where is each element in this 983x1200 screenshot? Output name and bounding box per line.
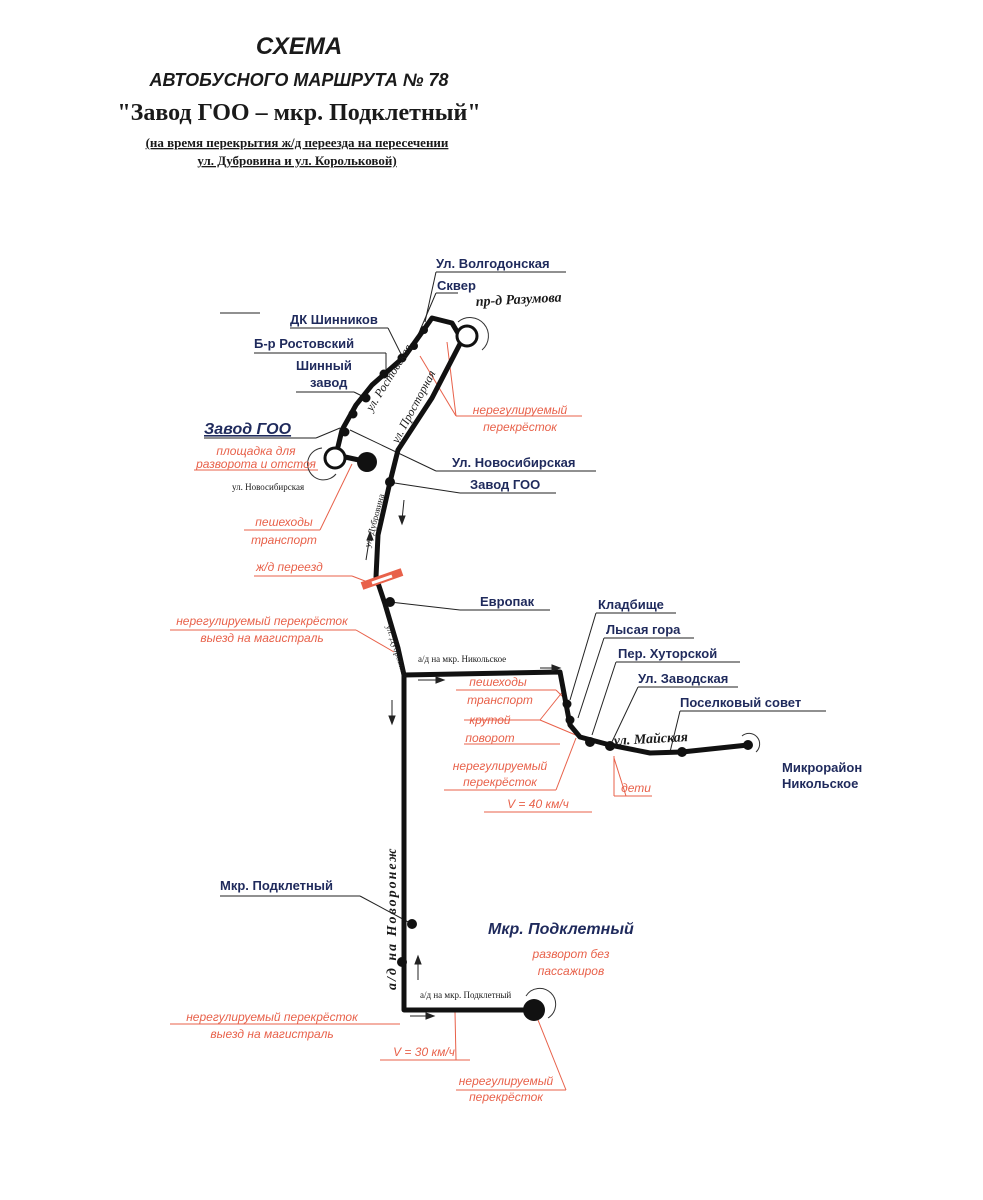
note-unreg-may-2: перекрёсток (463, 775, 538, 789)
stop-mikrorayon-2: Никольское (782, 776, 858, 791)
stop-dot-dk (397, 353, 407, 363)
note-razvorot-1: разворот без (532, 947, 610, 961)
stop-dot-lysaya (565, 715, 575, 725)
note-unreg-top-1: нерегулируемый (473, 403, 568, 417)
stop-dk-shinnikov: ДК Шинников (290, 312, 378, 327)
note-krutoy-2: поворот (465, 731, 514, 745)
stop-dots (340, 326, 753, 967)
note-unreg-top-2: перекрёсток (483, 420, 558, 434)
stop-dot-5 (340, 427, 350, 437)
turnaround-arc-end (525, 987, 557, 1019)
stop-zavod-goo: Завод ГОО (470, 477, 540, 492)
stop-br-rostovsky: Б-р Ростовский (254, 336, 354, 351)
street-ad-podkletny: а/д на мкр. Подклетный (420, 990, 511, 1000)
note-pesh-2-a: пешеходы (469, 675, 527, 689)
note-rail: ж/д переезд (255, 560, 323, 574)
stop-khutorskoy: Пер. Хуторской (618, 646, 717, 661)
stop-dot-volgodonskaya (410, 342, 418, 350)
note-razvorot-2: пассажиров (538, 964, 605, 978)
stop-dot-4 (348, 409, 358, 419)
note-speed-30: V = 30 км/ч (393, 1045, 455, 1059)
stop-lysaya-gora: Лысая гора (606, 622, 681, 637)
street-highway: а/д на Новоронеж (385, 846, 400, 990)
note-ploshadka-2: разворота и отстоя (195, 457, 316, 471)
note-unreg-low-1: нерегулируемый перекрёсток (186, 1010, 359, 1024)
street-mayskaya: ул. Майская (611, 730, 688, 749)
turnaround-circles (307, 317, 761, 1019)
title-line2: АВТОБУСНОГО МАРШРУТА № 78 (148, 70, 448, 90)
title-line4: (на время перекрытия ж/д переезда на пер… (146, 135, 449, 150)
leader-lines (204, 271, 826, 925)
title-line5: ул. Дубровина и ул. Корольковой) (197, 153, 396, 168)
stop-dot-evropak (385, 597, 395, 607)
note-pesh-1-b: транспорт (251, 533, 317, 547)
stop-dot-rostovsky (379, 369, 389, 379)
stop-novosibirskaya: Ул. Новосибирская (452, 455, 575, 470)
stop-skver: Сквер (437, 278, 476, 293)
note-krutoy-1: крутой (469, 713, 510, 727)
stop-volgodonskaya: Ул. Волгодонская (436, 256, 550, 271)
stop-mikrorayon-1: Микрорайон (782, 760, 862, 775)
street-novosibirskaya-small: ул. Новосибирская (232, 482, 304, 492)
stop-podkletny-big: Мкр. Подклетный (488, 921, 634, 938)
direction-arrows (365, 499, 562, 1020)
stop-dot-kladbische (562, 699, 572, 709)
note-unreg-may-1: нерегулируемый (453, 759, 548, 773)
terminal-zavod-goo (357, 452, 377, 472)
title-line1: СХЕМА (256, 33, 342, 60)
note-unreg-mid-2: выезд на магистраль (200, 631, 323, 645)
stop-dot-sovet (677, 747, 687, 757)
turnaround-top (455, 324, 479, 348)
note-ploshadka-1: площадка для (216, 444, 296, 458)
turnaround-arc-top (457, 317, 489, 351)
stop-evropak: Европак (480, 594, 535, 609)
stop-dot-shinny (361, 393, 371, 403)
rail-crossing-marker (360, 568, 404, 590)
stop-dot-nikolskoe (743, 740, 753, 750)
street-razumova: пр-д Разумова (475, 291, 562, 310)
stop-shinny-1: Шинный (296, 358, 352, 373)
stop-shinny-2: завод (310, 375, 348, 390)
stop-dot-khutorskoy (585, 737, 595, 747)
street-ad-nikolskoe: а/д на мкр. Никольское (418, 654, 506, 664)
turnaround-arc-nikolskoe (741, 732, 761, 753)
stop-dot-zavodskaya (605, 741, 615, 751)
stop-dot-zavod-goo (385, 477, 395, 487)
turnaround-zavod-goo (323, 446, 347, 470)
street-dubrovina-lower: ул. Дубровина (384, 624, 411, 679)
stop-podkletny-left: Мкр. Подклетный (220, 878, 333, 893)
stop-dot-podkletny-2 (397, 957, 407, 967)
turnaround-arc-left (307, 447, 337, 481)
stop-zavod-goo-title: Завод ГОО (204, 421, 292, 438)
note-unreg-mid-1: нерегулируемый перекрёсток (176, 614, 349, 628)
note-unreg-end-1: нерегулируемый (459, 1074, 554, 1088)
note-unreg-low-2: выезд на магистраль (210, 1027, 333, 1041)
stop-poselkovy-sovet: Поселковый совет (680, 695, 801, 710)
note-deti: дети (621, 781, 651, 795)
title-line3: "Завод ГОО – мкр. Подклетный" (117, 100, 480, 126)
stop-zavodskaya: Ул. Заводская (638, 671, 728, 686)
note-pesh-1-a: пешеходы (255, 515, 313, 529)
note-pesh-2-b: транспорт (467, 693, 533, 707)
stop-dot-skver (420, 326, 428, 334)
terminal-podkletny (523, 999, 545, 1021)
note-unreg-end-2: перекрёсток (469, 1090, 544, 1104)
stop-dot-podkletny-1 (407, 919, 417, 929)
note-speed-40: V = 40 км/ч (507, 797, 569, 811)
stop-kladbische: Кладбище (598, 597, 664, 612)
